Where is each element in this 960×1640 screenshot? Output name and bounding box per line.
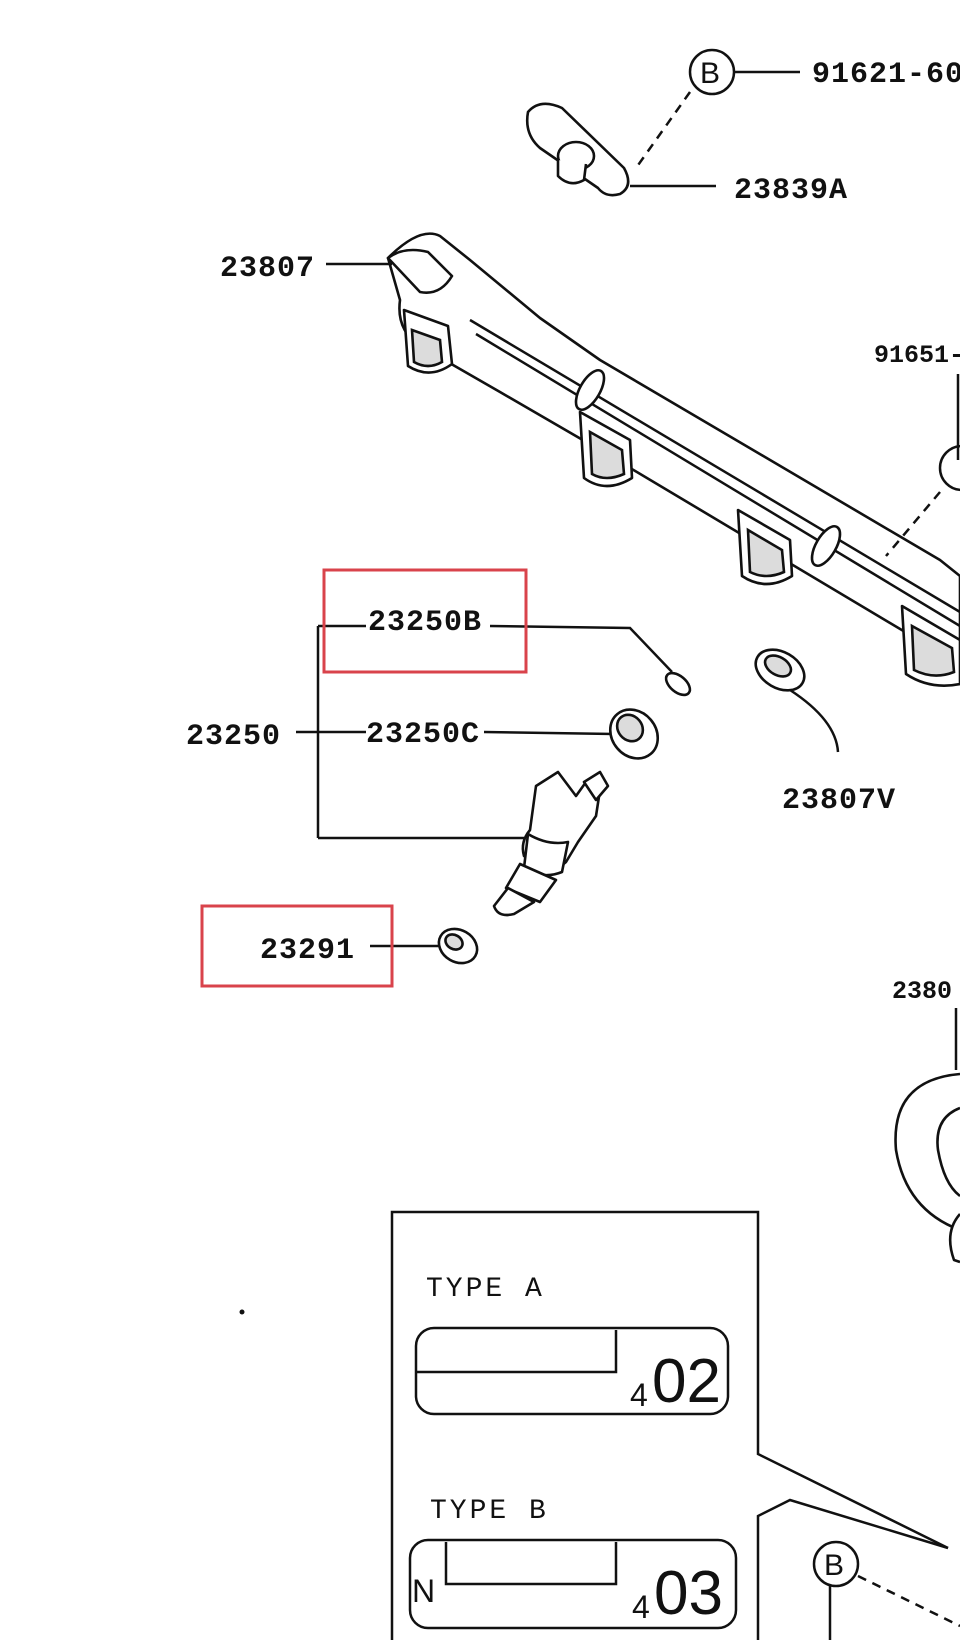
callout-b-circle-bottom bbox=[812, 1540, 860, 1588]
type-identification-panel: TYPE A 4 02 TYPE B N 4 03 bbox=[390, 1210, 949, 1640]
o-ring-23250b bbox=[664, 671, 692, 697]
insulator-23807v bbox=[754, 648, 806, 692]
type-b-label: TYPE B bbox=[430, 1496, 549, 1527]
type-b-code-big: 03 bbox=[654, 1559, 723, 1628]
callout-b-top: B bbox=[700, 57, 720, 90]
type-b-prefix: N bbox=[412, 1573, 435, 1609]
delivery-pipe-23807 bbox=[386, 232, 960, 687]
part-91651: 91651- bbox=[874, 341, 960, 370]
callout-b-circle-right bbox=[938, 444, 960, 492]
callout-b-bottom: B bbox=[824, 1549, 844, 1582]
type-a-code-small: 4 bbox=[630, 1377, 648, 1413]
part-23250b: 23250B bbox=[368, 606, 482, 640]
seal-23291 bbox=[437, 927, 479, 965]
highlight-box-23291 bbox=[200, 904, 394, 988]
bracket-23839a bbox=[525, 102, 630, 197]
part-23291: 23291 bbox=[260, 934, 355, 968]
part-23839a: 23839A bbox=[734, 174, 848, 208]
part-23807: 23807 bbox=[220, 252, 315, 286]
type-a-label: TYPE A bbox=[426, 1274, 545, 1305]
part-23250: 23250 bbox=[186, 720, 281, 754]
part-23250c: 23250C bbox=[366, 718, 480, 752]
grommet-23250c bbox=[608, 708, 660, 760]
type-b-code-small: 4 bbox=[632, 1589, 650, 1625]
hose-fitting bbox=[894, 1072, 960, 1264]
type-b-plate bbox=[408, 1538, 738, 1630]
part-2380x: 2380 bbox=[892, 977, 952, 1006]
type-a-code-big: 02 bbox=[652, 1347, 721, 1416]
part-23807v: 23807V bbox=[782, 784, 896, 818]
part-91621-606: 91621-606 bbox=[812, 58, 960, 92]
highlight-box-23250b bbox=[322, 568, 528, 674]
injector-23250 bbox=[492, 770, 610, 917]
